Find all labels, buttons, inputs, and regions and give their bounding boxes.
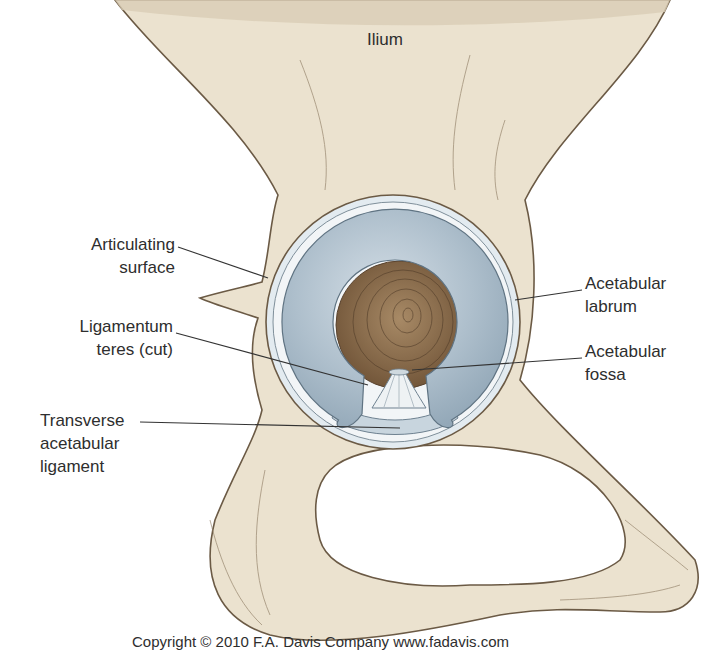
fossa-texture [353, 270, 453, 374]
copyright-note: Copyright © 2010 F.A. Davis Company www.… [132, 632, 692, 652]
articulating-surface [282, 209, 508, 427]
part-label: Articulating surface [65, 233, 175, 279]
hip-bone [115, 0, 698, 640]
bone-name: Ilium [345, 28, 425, 51]
labrum-edge [273, 202, 513, 442]
acetabular-labrum [266, 195, 520, 449]
obturator-foramen [316, 445, 626, 586]
part-label: Acetabular labrum [585, 272, 685, 318]
bone-texture [210, 55, 688, 625]
part-label: Transverse acetabular ligament [40, 409, 140, 478]
leader-lines [140, 247, 582, 428]
part-label: Acetabular fossa [585, 340, 685, 386]
ligament-fibers [384, 374, 414, 407]
ilium-shade [115, 0, 670, 25]
ligamentum-teres [372, 372, 426, 408]
part-label: Ligamentum teres (cut) [60, 315, 173, 361]
